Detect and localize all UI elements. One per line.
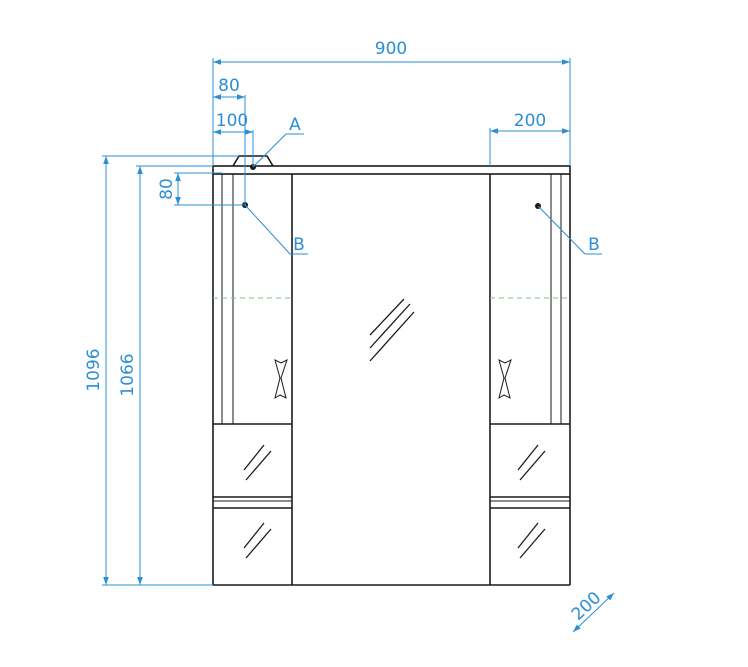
dim-1096-label: 1096 — [84, 348, 104, 391]
right-drawer1-glass-marks — [517, 444, 546, 481]
dim-900-label: 900 — [375, 39, 407, 59]
dim-80-label: 80 — [218, 76, 240, 96]
dim-depth-label: 200 — [568, 588, 605, 625]
left-drawer2-glass-marks — [243, 522, 272, 559]
left-door-handle — [274, 359, 288, 400]
dim-100-label: 100 — [216, 111, 248, 131]
leader-a — [252, 133, 287, 168]
callout-b-left-label: B — [293, 235, 305, 255]
right-door-handle — [498, 359, 512, 400]
left-drawer1-glass-marks — [243, 444, 272, 481]
cabinet-body — [212, 155, 571, 586]
dim-1066-label: 1066 — [118, 353, 138, 396]
mirror-reflection-marks — [369, 298, 415, 362]
dimensions: 900 80 100 200 80 1096 1066 200 A — [84, 39, 615, 633]
right-drawer2-glass-marks — [517, 522, 546, 559]
top-panel — [212, 165, 571, 175]
callout-b-right-label: B — [588, 235, 600, 255]
dim-line-depth — [572, 592, 615, 633]
leader-b-right — [537, 205, 586, 255]
callout-a-label: A — [289, 115, 301, 135]
leader-b-left — [244, 204, 291, 255]
dim-200-top-label: 200 — [514, 111, 546, 131]
dim-80-vertical-label: 80 — [157, 178, 177, 200]
